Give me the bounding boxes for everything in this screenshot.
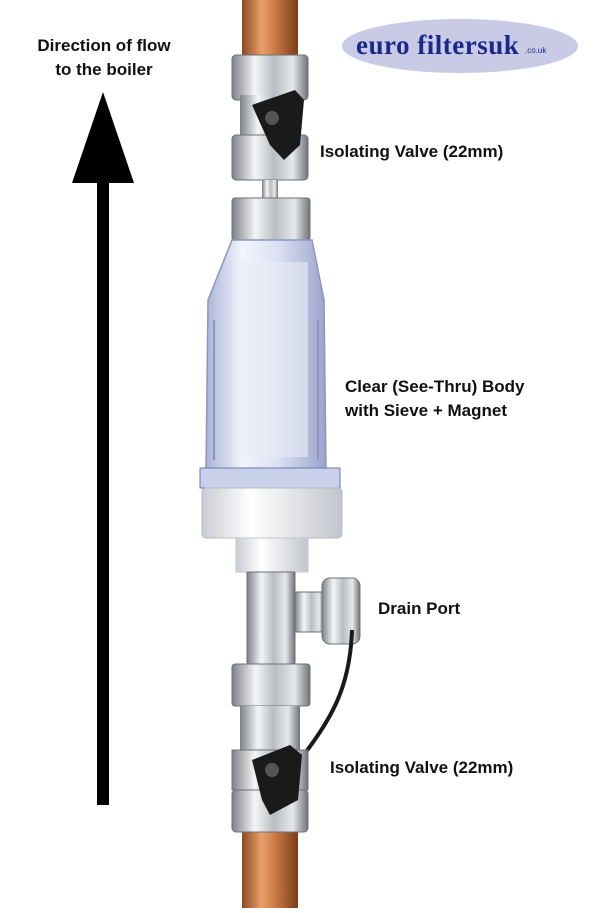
flow-arrow xyxy=(72,92,134,805)
body-label-line2: with Sieve + Magnet xyxy=(345,401,508,420)
body-label-line1: Clear (See-Thru) Body xyxy=(345,377,525,396)
copper-pipe-bottom xyxy=(242,830,298,908)
white-collar xyxy=(201,487,343,539)
bottom-valve-label: Isolating Valve (22mm) xyxy=(330,758,514,777)
bottom-isolating-valve xyxy=(231,706,309,833)
flow-label-line1: Direction of flow xyxy=(37,36,171,55)
logo-domain: .co.uk xyxy=(525,46,547,55)
logo-badge xyxy=(342,19,578,73)
top-valve-label: Isolating Valve (22mm) xyxy=(320,142,504,161)
top-union-nut xyxy=(231,197,311,241)
flow-label-line2: to the boiler xyxy=(55,60,153,79)
top-isolating-valve xyxy=(231,54,309,198)
brand-logo: euro filtersuk .co.uk xyxy=(342,22,578,74)
tee-body xyxy=(246,571,361,665)
logo-text: euro filtersuk xyxy=(356,30,520,60)
drain-port-label: Drain Port xyxy=(378,599,461,618)
clear-bowl xyxy=(199,239,341,489)
white-spigot xyxy=(235,537,309,573)
flow-direction-label: Direction of flow to the boiler xyxy=(28,34,180,82)
body-label: Clear (See-Thru) Body with Sieve + Magne… xyxy=(345,375,524,423)
drain-strap xyxy=(298,629,354,762)
bottom-union-nut xyxy=(231,663,311,707)
copper-pipe-top xyxy=(242,0,298,60)
